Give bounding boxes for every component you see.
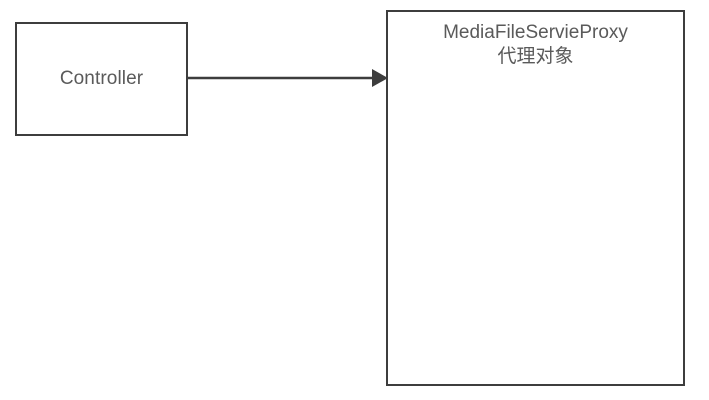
proxy-title-line1: MediaFileServieProxy <box>443 22 628 43</box>
proxy-title: MediaFileServieProxy 代理对象 <box>388 21 683 69</box>
connector-arrow <box>186 69 388 87</box>
proxy-object-box[interactable]: MediaFileServieProxy 代理对象 uploadFile(){ … <box>386 10 685 386</box>
arrowhead-icon <box>372 69 388 87</box>
proxy-title-line2: 代理对象 <box>497 46 574 67</box>
controller-label: Controller <box>59 68 144 89</box>
controller-box[interactable]: Controller <box>15 22 188 136</box>
